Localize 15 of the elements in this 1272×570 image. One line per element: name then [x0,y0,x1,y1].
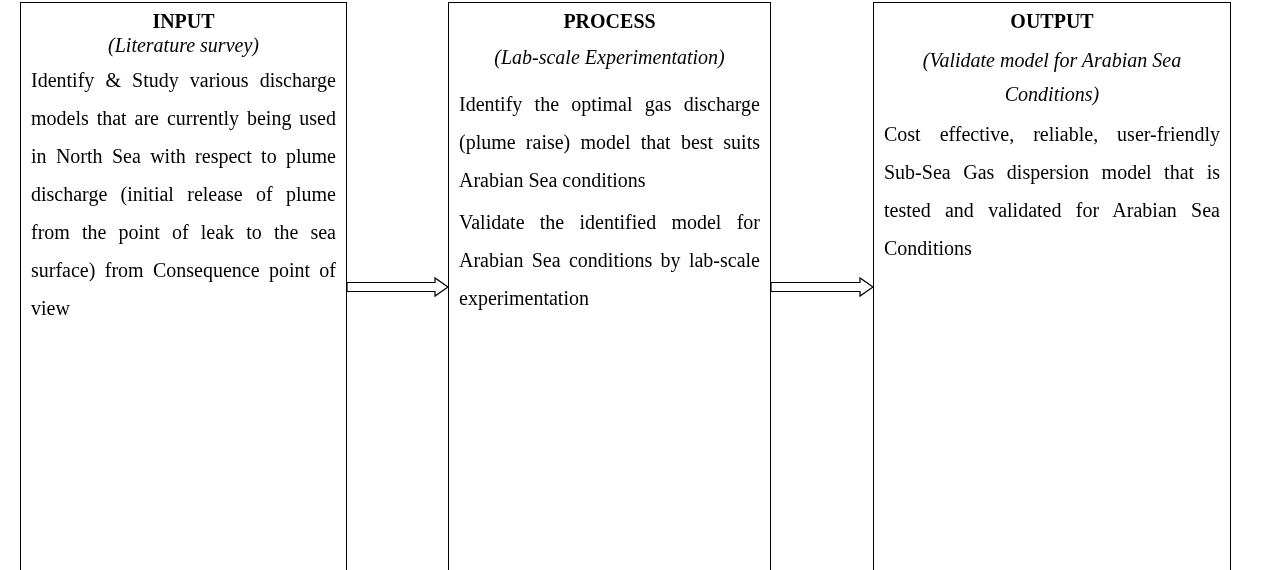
stage-heading: PROCESS [562,9,657,33]
stage-heading: OUTPUT [1009,9,1095,33]
stage-description: Cost effective, reliable, user-friendly Sub-Sea Gas dispersion model that is tested and validated for Arabian Sea Conditions [884,122,1220,261]
stage-subtitle: (Literature survey) [107,33,260,57]
hollow-arrow [770,276,875,298]
stage-subtitle: (Validate model for Arabian Sea Conditions) [921,48,1183,107]
stage-box [448,2,771,570]
stage-subtitle: (Lab-scale Experimentation) [493,45,726,71]
stage-description: Validate the identified model for Arabian Sea conditions by lab-scale experimentation [459,210,760,312]
stage-box [873,2,1231,570]
stage-heading: INPUT [151,9,216,33]
stage-description: Identify & Study various discharge models that are currently being used in North Sea with respect to plume discharge (initial release of plume from the point of leak to the sea surface) from Consequence point of view [31,68,336,321]
hollow-arrow [346,276,450,298]
stage-box [20,2,347,570]
stage-description: Identify the optimal gas discharge (plume raise) model that best suits Arabian Sea conditions [459,92,760,193]
